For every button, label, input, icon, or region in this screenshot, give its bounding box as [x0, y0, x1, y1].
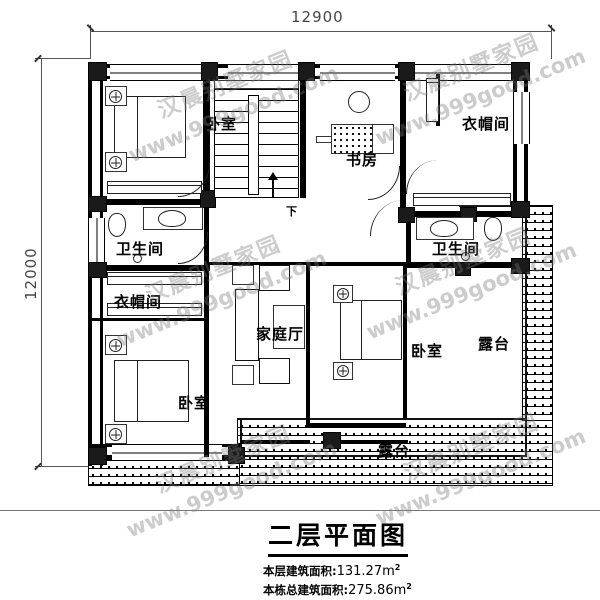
column-10 — [511, 201, 530, 218]
toilet-left — [108, 213, 126, 237]
lamp-icon-1a — [109, 90, 122, 103]
roof-tile-hatch-right — [522, 205, 553, 421]
column-13 — [88, 447, 107, 465]
window-left-1 — [88, 218, 105, 266]
column-4 — [398, 62, 415, 81]
window-right-1 — [513, 92, 530, 144]
desk-lamp-study — [316, 136, 332, 143]
column-3 — [298, 62, 315, 81]
armchair-1 — [259, 265, 290, 291]
column-2 — [201, 62, 218, 81]
interior-wall-h1 — [92, 199, 210, 205]
basin-right — [430, 220, 458, 237]
roof-tile-hatch-bottom-left — [88, 459, 240, 486]
stair-arrow-shaft — [272, 176, 274, 198]
wardrobe-3 — [426, 78, 439, 122]
column-8 — [88, 262, 107, 278]
door-corridor-right — [370, 200, 404, 236]
interior-wall-h7 — [306, 423, 406, 427]
window-bottom-1 — [112, 444, 222, 461]
column-6 — [88, 196, 107, 212]
lamp-icon-1b — [109, 156, 122, 169]
chair-study — [348, 91, 370, 113]
floor-area-exponent: 2 — [394, 563, 401, 573]
interior-wall-h10 — [209, 262, 309, 265]
room-label-cloakroom-right: 衣帽间 — [462, 115, 511, 133]
door-study — [368, 166, 400, 200]
lamp-icon-2a — [109, 339, 122, 352]
interior-wall-v7 — [306, 262, 310, 427]
column-5 — [511, 62, 530, 81]
terrace-edge-right — [525, 205, 527, 457]
window-top-3 — [320, 64, 395, 81]
lamp-icon-3a — [337, 288, 349, 300]
bed-3-pillow — [340, 300, 362, 360]
terrace-edge-right-top — [459, 205, 525, 207]
floor-drain-right — [461, 252, 470, 261]
lamp-icon-3b — [337, 365, 349, 377]
interior-wall-h3 — [92, 318, 204, 321]
total-area-exponent: 2 — [406, 582, 412, 592]
column-16 — [455, 262, 471, 276]
total-area-line: 本栋总建筑面积:275.86m2 — [263, 582, 412, 598]
interior-wall-v2 — [300, 68, 306, 198]
interior-wall-h2 — [92, 265, 210, 271]
total-area-value: 275.86m — [348, 583, 407, 598]
wardrobe-2a — [107, 272, 202, 285]
basin-left — [158, 210, 186, 227]
column-1 — [88, 62, 107, 81]
dimension-left-label: 12000 — [22, 247, 40, 300]
side-table-1 — [232, 265, 254, 285]
side-table-2 — [232, 365, 254, 385]
terrace-parapet-bottom — [240, 455, 527, 457]
room-label-bathroom-left: 卫生间 — [116, 240, 165, 258]
column-14 — [228, 447, 245, 464]
desk-study-surface — [331, 124, 373, 154]
column-12 — [511, 258, 530, 274]
floor-drain-left — [133, 254, 142, 263]
interior-wall-v8 — [403, 266, 407, 418]
coffee-table — [273, 305, 305, 349]
room-label-terrace-right: 露台 — [478, 335, 511, 353]
window-top-1 — [110, 64, 208, 81]
sofa-long — [235, 289, 259, 361]
room-label-family-hall: 家庭厅 — [256, 325, 305, 343]
interior-wall-h6 — [306, 262, 406, 266]
room-label-cloakroom-left: 衣帽间 — [114, 293, 163, 311]
room-label-bedroom-top-left: 卧室 — [205, 115, 238, 133]
plan-title: 二层平面图 — [268, 516, 409, 557]
room-label-terrace-bottom: 露台 — [378, 442, 411, 460]
door-cloakroom-right — [406, 160, 438, 194]
interior-wall-v6 — [406, 217, 411, 262]
interior-wall-h9 — [340, 440, 408, 444]
terrace-edge-bottom — [237, 418, 527, 420]
interior-wall-v1 — [203, 68, 210, 203]
room-label-study: 书房 — [346, 151, 379, 169]
interior-wall-v5 — [204, 271, 209, 457]
floor-area-value: 131.27m — [336, 564, 395, 579]
interior-wall-v3 — [400, 68, 406, 193]
stair-direction-label: 下 — [286, 205, 298, 218]
stair-arrow-head — [268, 172, 278, 180]
wardrobe-2b — [107, 303, 202, 316]
window-top-2 — [228, 64, 303, 81]
wardrobe-4 — [413, 193, 511, 206]
toilet-right — [484, 217, 502, 241]
column-7 — [200, 190, 216, 208]
floor-area-line: 本层建筑面积:131.27m2 — [263, 563, 400, 579]
room-label-bathroom-right: 卫生间 — [432, 240, 481, 258]
bed-1-pillow — [114, 96, 138, 158]
bed-2-pillow — [114, 360, 138, 422]
dimension-top-label: 12900 — [291, 8, 344, 26]
floor-area-label: 本层建筑面积: — [263, 564, 337, 578]
room-label-bedroom-bottom-left: 卧室 — [178, 394, 211, 412]
column-15 — [323, 432, 341, 449]
terrace-edge-left — [240, 418, 242, 457]
total-area-label: 本栋总建筑面积: — [263, 583, 349, 597]
armchair-2 — [259, 358, 290, 384]
interior-wall-h8 — [240, 440, 310, 444]
room-label-bedroom-right: 卧室 — [411, 342, 444, 360]
lamp-icon-2b — [109, 428, 122, 441]
